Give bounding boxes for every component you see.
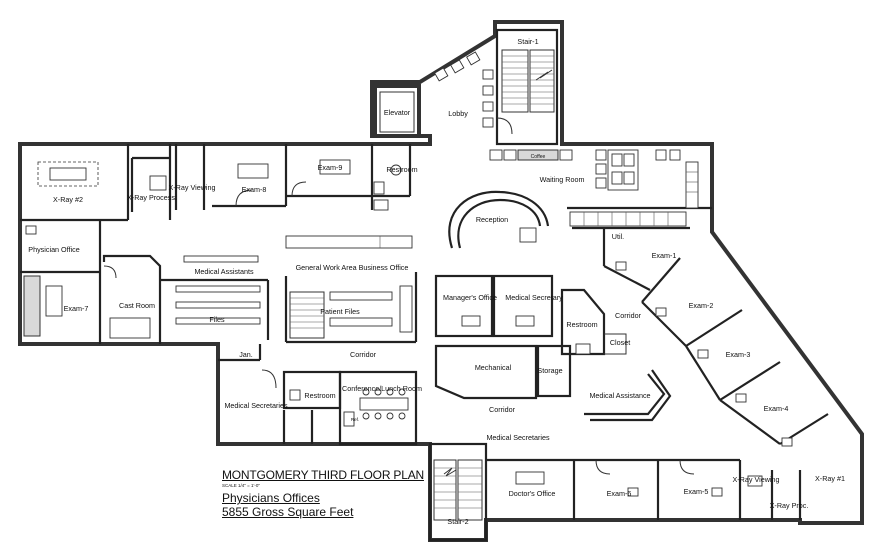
medical-assistance-desk (584, 369, 672, 422)
label-xray-2: X-Ray #2 (53, 195, 83, 204)
bottom-left-rooms (218, 344, 418, 446)
exterior-walls (18, 20, 864, 542)
lobby-furniture (434, 51, 494, 128)
title-block: MONTGOMERY THIRD FLOOR PLAN SCALE 1/4" =… (222, 468, 424, 519)
waiting-room (489, 149, 712, 227)
stair-2-area (428, 442, 488, 542)
top-left-rooms (20, 144, 412, 222)
label-corridor-right: Corridor (615, 311, 642, 320)
left-wing-rooms (20, 220, 270, 344)
label-managers-office: Manager's Office (443, 293, 497, 302)
label-xray-viewing-right: X-Ray Viewing (732, 475, 779, 484)
label-corridor-bottom: Corridor (489, 405, 516, 414)
plan-subtitle: Physicians Offices (222, 491, 320, 505)
label-exam-9: Exam-9 (318, 163, 343, 172)
label-restroom-mid: Restroom (566, 320, 597, 329)
label-exam-8: Exam-8 (242, 185, 267, 194)
central-offices (434, 274, 627, 400)
label-stair-2: Stair-2 (447, 517, 468, 526)
label-exam-5: Exam-5 (684, 487, 709, 496)
room-labels: Stair-1 Elevator Lobby Coffee Waiting Ro… (28, 37, 845, 526)
label-storage: Storage (537, 366, 562, 375)
business-office (284, 235, 418, 344)
plan-title: MONTGOMERY THIRD FLOOR PLAN (222, 468, 424, 482)
label-xray-process: X-Ray Process. (127, 193, 177, 202)
label-closet: Closet (610, 338, 630, 347)
label-util: Util. (612, 232, 624, 241)
elevator-shaft (373, 84, 421, 138)
label-medical-assistants: Medical Assistants (194, 267, 254, 276)
label-stair-1: Stair-1 (517, 37, 538, 46)
stair-1-area (495, 28, 559, 146)
label-restroom-bottom: Restroom (304, 391, 335, 400)
reception-desk (448, 190, 550, 249)
label-files: Files (209, 315, 225, 324)
label-medical-secretaries-left: Medical Secretaries (224, 401, 288, 410)
plan-area: 5855 Gross Square Feet (222, 505, 354, 519)
label-waiting-room: Waiting Room (540, 175, 585, 184)
label-xray-1: X-Ray #1 (815, 474, 845, 483)
label-xray-viewing: X-Ray Viewing (168, 183, 215, 192)
label-lobby: Lobby (448, 109, 468, 118)
label-ref: Ref. (351, 417, 359, 422)
label-medical-secretaries-bottom: Medical Secretaries (486, 433, 550, 442)
label-conference-room: Conference/Lunch Room (342, 384, 422, 393)
plan-scale: SCALE 1/4" = 1'-0" (222, 483, 260, 488)
label-exam-4: Exam-4 (764, 404, 789, 413)
exam-rooms-right (572, 226, 829, 447)
label-cast-room: Cast Room (119, 301, 155, 310)
label-exam-1: Exam-1 (652, 251, 677, 260)
label-exam-7: Exam-7 (64, 304, 89, 313)
label-physician-office: Physician Office (28, 245, 79, 254)
label-general-work-area: General Work Area Business Office (296, 263, 409, 272)
label-exam-3: Exam-3 (726, 350, 751, 359)
label-exam-2: Exam-2 (689, 301, 714, 310)
label-jan: Jan. (239, 350, 253, 359)
label-coffee: Coffee (531, 154, 546, 160)
label-medical-assistance: Medical Assistance (589, 391, 650, 400)
label-xray-proc-right: X-Ray Proc. (770, 501, 809, 510)
bottom-right-rooms (486, 458, 802, 520)
label-reception: Reception (476, 215, 508, 224)
label-corridor-left: Corridor (350, 350, 377, 359)
label-doctors-office: Doctor's Office (509, 489, 556, 498)
label-restroom-top: Restroom (386, 165, 417, 174)
label-medical-secretary: Medical Secretary (505, 293, 563, 302)
label-mechanical: Mechanical (475, 363, 512, 372)
label-exam-6: Exam-6 (607, 489, 632, 498)
label-patient-files: Patient Files (320, 307, 360, 316)
label-elevator: Elevator (384, 108, 411, 117)
